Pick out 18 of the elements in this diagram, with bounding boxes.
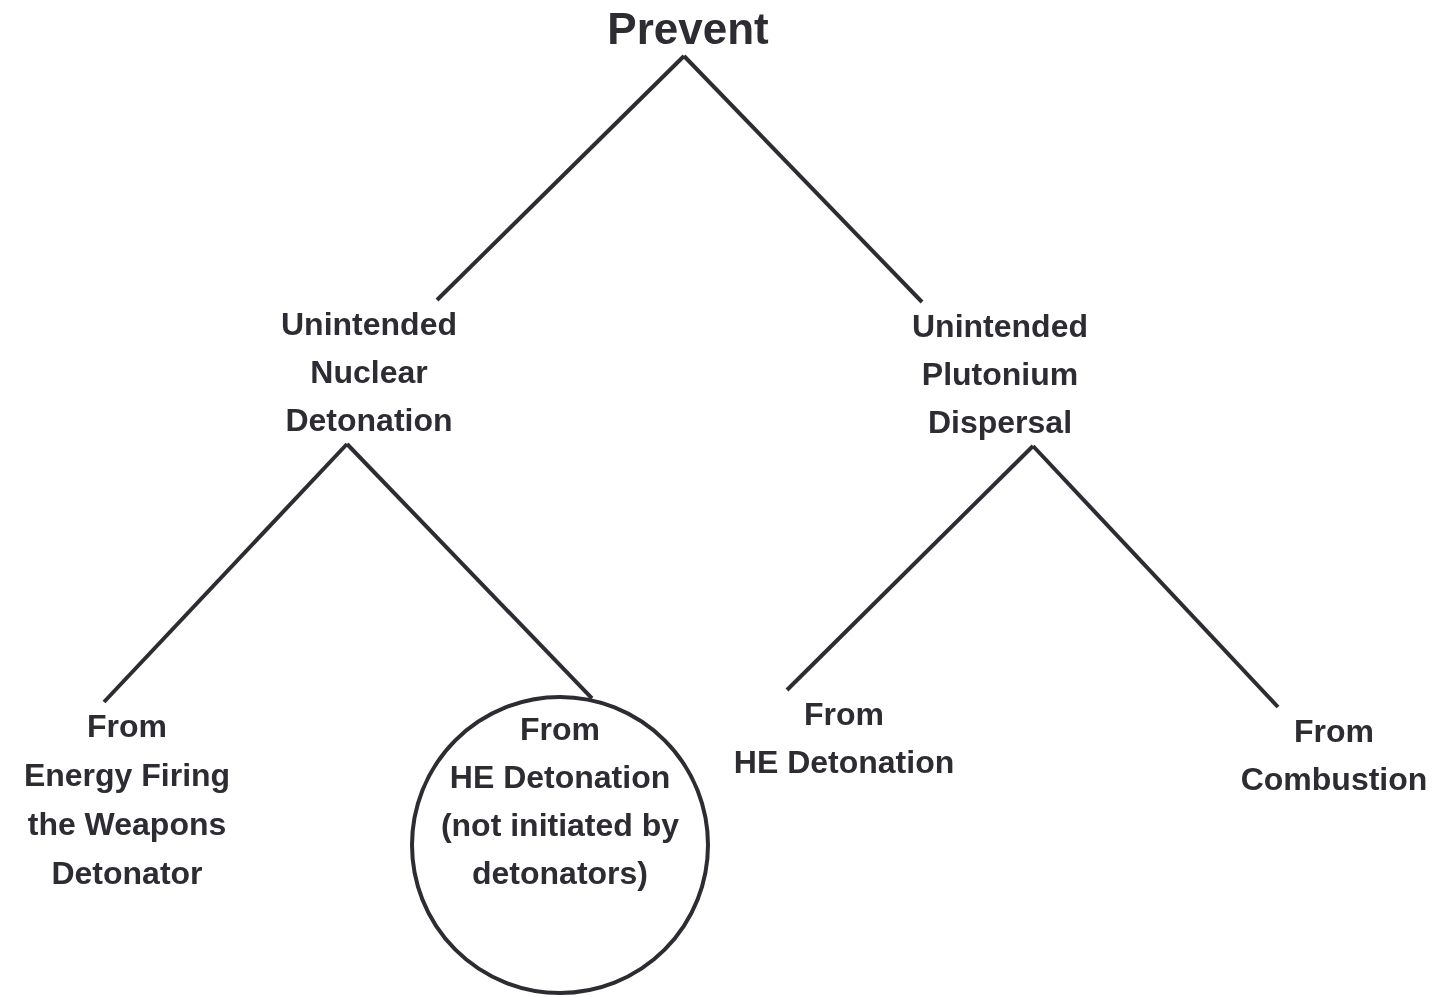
node-label: From xyxy=(1293,712,1375,751)
node-label: Energy Firing the Weapons Detonator xyxy=(22,756,232,893)
root-label: Prevent xyxy=(606,3,770,55)
connector-line xyxy=(785,444,1035,692)
connector-line xyxy=(1031,444,1280,709)
node-label: Unintended Nuclear Detonation xyxy=(280,305,458,440)
connector-line xyxy=(345,442,594,700)
connector-line xyxy=(435,54,686,302)
circle-node xyxy=(410,695,710,995)
node-label: From xyxy=(803,695,885,734)
node-label: From xyxy=(86,707,168,746)
connector-line xyxy=(682,54,924,304)
node-label: Combustion xyxy=(1239,760,1429,799)
connector-line xyxy=(102,442,349,704)
node-label: Unintended Plutonium Dispersal xyxy=(911,307,1089,442)
node-label: From xyxy=(519,710,601,749)
node-label: HE Detonation xyxy=(732,743,956,782)
node-label: HE Detonation (not initiated by detonators) xyxy=(439,758,681,893)
